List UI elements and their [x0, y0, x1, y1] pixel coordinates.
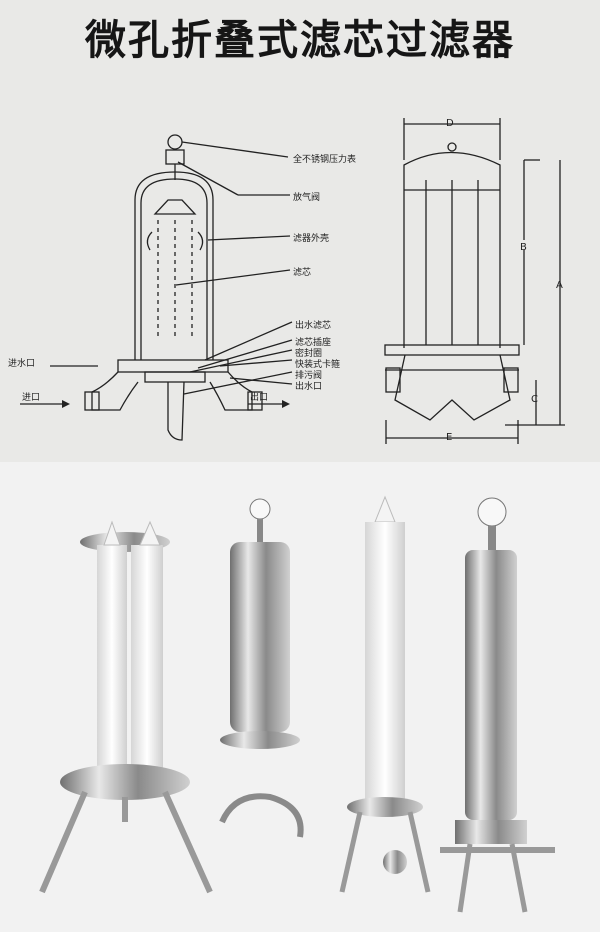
seal-ring-label: 密封圈	[295, 349, 323, 359]
outlet-element-label: 出水滤芯	[295, 321, 332, 331]
clamp-part	[219, 793, 304, 838]
housing-label: 滤器外壳	[293, 234, 330, 244]
drain-label: 排污阀	[295, 371, 323, 381]
clamp-label: 快装式卡箍	[295, 360, 341, 370]
single-element-stand	[339, 495, 431, 893]
dim-a: A	[556, 280, 563, 291]
gauge-label: 全不锈钢压力表	[293, 155, 357, 165]
small-housing	[220, 498, 300, 749]
outlet-arrow-label: 出口	[250, 393, 269, 403]
product-photos	[0, 462, 600, 932]
element-seat-label: 滤芯插座	[295, 338, 332, 348]
dim-b: B	[520, 242, 527, 253]
inlet-port-label: 进水口	[8, 359, 36, 369]
outlet-port-label: 出水口	[295, 382, 323, 392]
dim-e: E	[446, 432, 453, 443]
cross-section-diagram	[20, 118, 565, 444]
element-label: 滤芯	[293, 268, 312, 278]
inlet-arrow-label: 进口	[22, 393, 41, 403]
twin-element-stand	[39, 520, 213, 894]
tall-housing	[440, 497, 555, 913]
dim-d: D	[446, 118, 454, 129]
page-title: 微孔折叠式滤芯过滤器	[85, 16, 515, 64]
vent-label: 放气阀	[293, 193, 321, 203]
dim-c: C	[531, 394, 538, 405]
